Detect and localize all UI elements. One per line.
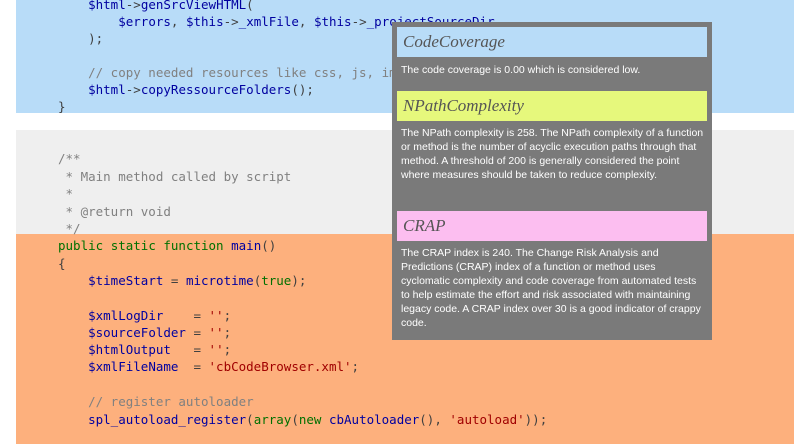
tooltip-text-crap: The CRAP index is 240. The Change Risk A…	[401, 247, 701, 329]
code-line: *	[58, 186, 74, 201]
tooltip-header-codecoverage: CodeCoverage	[397, 27, 707, 57]
tooltip-header-crap: CRAP	[397, 211, 707, 241]
line-gutter	[0, 0, 16, 444]
code-line: );	[58, 31, 104, 46]
tooltip-text-codecoverage: The code coverage is 0.00 which is consi…	[401, 64, 641, 76]
code-line: $timeStart = microtime(true);	[88, 273, 307, 288]
code-line: $sourceFolder = '';	[88, 325, 232, 340]
code-line: $xmlLogDir = '';	[88, 308, 232, 323]
code-line: $html->genSrcViewHTML(	[88, 0, 254, 12]
code-line: /**	[58, 151, 81, 166]
code-line: * @return void	[58, 204, 171, 219]
code-line: public static function main()	[58, 238, 277, 253]
code-line: // register autoloader	[58, 394, 254, 409]
code-line: }	[58, 99, 66, 114]
code-line: * Main method called by script	[58, 169, 292, 184]
code-line: $htmlOutput = '';	[88, 342, 232, 357]
code-line: {	[58, 256, 66, 271]
code-line: spl_autoload_register(array(new cbAutolo…	[88, 412, 548, 427]
code-line: $html->copyRessourceFolders();	[88, 82, 314, 97]
issue-tooltip: CodeCoverage The code coverage is 0.00 w…	[392, 22, 712, 340]
tooltip-text-npathcomplexity: The NPath complexity is 258. The NPath c…	[401, 127, 704, 181]
code-line: */	[58, 221, 81, 236]
tooltip-header-npathcomplexity: NPathComplexity	[397, 91, 707, 121]
code-line	[16, 376, 794, 393]
code-line: $xmlFileName = 'cbCodeBrowser.xml';	[88, 359, 360, 374]
